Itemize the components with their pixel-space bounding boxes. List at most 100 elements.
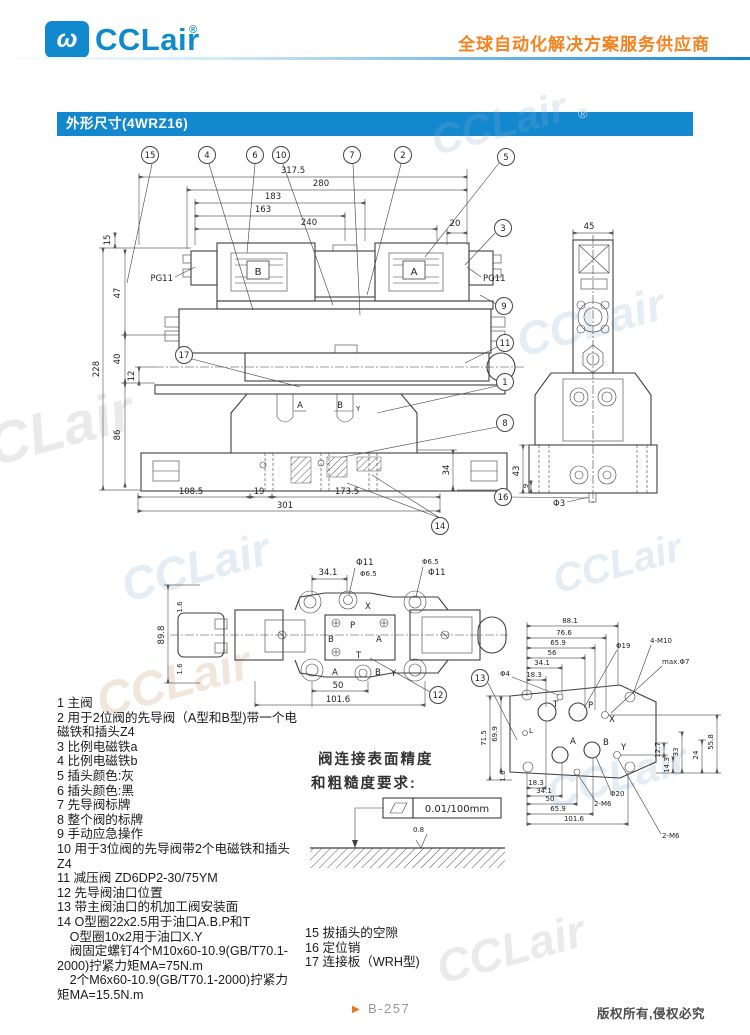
- hole-label: Φ6.5: [422, 558, 439, 566]
- mounting-plate-dimensions: 88.1 76.6 65.9 56 34.1 18.3 71.5 69.9 1.…: [471, 617, 721, 840]
- svg-text:9: 9: [501, 302, 506, 312]
- brand-name: CCLair: [95, 22, 200, 57]
- dim-label: 101.6: [564, 815, 585, 823]
- surface-finish-icon: [415, 833, 428, 849]
- drawing-mounting-surface: T P X L A B Y 88.1 76.6 65.9 56 34.1 18.…: [471, 617, 721, 840]
- svg-text:13: 13: [475, 674, 486, 684]
- svg-text:10: 10: [276, 151, 287, 161]
- port-b2-label: B: [375, 668, 381, 678]
- dim-label: 40: [113, 354, 123, 365]
- dim-label: 47: [113, 288, 123, 299]
- dim-label: 34.1: [534, 659, 550, 667]
- parts-list-line: 2 用于2位阀的先导阀（A型和B型)带一个电: [57, 710, 298, 725]
- port-a-label: A: [297, 401, 303, 411]
- copyright-text: 版权所有,侵权必究: [597, 1007, 705, 1021]
- dim-label: 88.1: [562, 617, 578, 625]
- port-b-label: B: [603, 738, 609, 748]
- dim-label: 18.3: [528, 779, 544, 787]
- section-title-bar: 外形尺寸(4WRZ16): [57, 112, 693, 136]
- port-b-label: B: [337, 401, 343, 411]
- port-x-label: X: [609, 715, 615, 725]
- port-p-label: P: [350, 621, 355, 631]
- parts-list-line: 14 O型圈22x2.5用于油口A.B.P和T: [57, 914, 251, 929]
- dim-label: 15: [103, 235, 113, 246]
- svg-text:16: 16: [498, 493, 509, 503]
- parts-list-line: 4 比例电磁铁b: [57, 754, 138, 769]
- dim-label: 33: [672, 748, 680, 757]
- dim-label: 1.6: [499, 770, 507, 782]
- dim-label: 55.8: [707, 734, 715, 750]
- ground-hatch: [310, 848, 505, 868]
- port-p-label: P: [588, 701, 593, 711]
- dim-label: 89.8: [157, 626, 167, 645]
- dim-label: 280: [313, 179, 329, 189]
- balloon-14: 14: [431, 517, 449, 535]
- dim-label: 71.5: [480, 730, 488, 746]
- side-view: 45: [512, 222, 658, 509]
- balloon-8: 8: [496, 414, 514, 432]
- parts-list-line: 15 拔插头的空隙: [305, 926, 399, 940]
- svg-text:5: 5: [503, 153, 508, 163]
- port-t-label: T: [552, 700, 559, 710]
- dim-label: 317.5: [281, 166, 305, 176]
- parts-list-line: Z4: [57, 856, 72, 871]
- page-arrow-icon: ▶: [352, 1004, 360, 1015]
- port-l-label: L: [529, 727, 533, 735]
- dim-label: 9: [522, 484, 530, 488]
- port-a-label: A: [376, 635, 382, 645]
- svg-text:11: 11: [500, 339, 511, 349]
- dim-label: 24: [692, 750, 700, 759]
- balloon-12: 12: [429, 686, 447, 704]
- drawing-top-view: P B A T X A B Y 89.8 1.6 1.6 34.1 Φ11 Φ6…: [157, 558, 508, 707]
- leader-arrow-icon: [352, 840, 358, 848]
- dim-label: 50: [546, 795, 555, 803]
- port-t-label: T: [355, 651, 362, 661]
- hole-label: Φ11: [428, 568, 446, 578]
- hole-label: Φ4: [500, 670, 511, 678]
- balloon-callouts: 15 4 6 10 7 2 5 3 9 11 1 8 17 14 16: [126, 146, 588, 535]
- parts-list-line: 磁铁和插头Z4: [57, 725, 135, 740]
- balloon-2: 2: [394, 146, 412, 164]
- parts-list-line: 8 整个阀的标牌: [57, 812, 144, 827]
- dim-label: 65.9: [550, 805, 566, 813]
- balloon-7: 7: [343, 146, 361, 164]
- parts-list-line: 2个M6x60-10.9(GB/T70.1-2000)拧紧力: [57, 973, 288, 988]
- hole-label: 2-M6: [594, 800, 612, 808]
- port-y-label: Y: [355, 405, 361, 413]
- dim-label: 228: [92, 361, 102, 377]
- dim-label: 56: [548, 649, 557, 657]
- brand-logo-icon: ω: [45, 21, 89, 58]
- company-slogan: 全球自动化解决方案服务供应商: [458, 35, 710, 54]
- svg-text:15: 15: [145, 151, 156, 161]
- dim-label: 173.5: [335, 487, 359, 497]
- dim-label: 301: [277, 501, 293, 511]
- parts-list-line: 6 插头颜色:黑: [57, 783, 134, 798]
- dim-label: 14.3: [663, 757, 671, 773]
- port-x-label: X: [365, 602, 371, 612]
- dim-label: 19: [254, 487, 265, 497]
- roughness-value: 0.8: [413, 826, 424, 834]
- drawing-outline-4wrz16: B A PG11 PG11: [92, 146, 658, 535]
- balloon-13: 13: [471, 669, 489, 687]
- port-y2-label: Y: [390, 669, 397, 679]
- precision-note-line1: 阀连接表面精度: [318, 752, 434, 768]
- svg-text:6: 6: [252, 151, 257, 161]
- balloon-1: 1: [496, 373, 514, 391]
- hole-label: 2-M6: [662, 832, 680, 840]
- dim-label: 65.9: [550, 639, 566, 647]
- precision-note-line2: 和粗糙度要求:: [311, 776, 417, 792]
- svg-text:2: 2: [400, 151, 405, 161]
- pilot-valve-front: B A PG11 PG11: [150, 242, 506, 310]
- svg-text:17: 17: [179, 351, 190, 361]
- pin-diameter-label: Φ3: [553, 499, 565, 509]
- svg-text:8: 8: [502, 419, 507, 429]
- parts-list-line: 7 先导阀标牌: [57, 798, 131, 813]
- parts-list-line: 11 减压阀 ZD6DP2-30/75YM: [57, 871, 218, 886]
- dim-label: 43: [512, 466, 522, 477]
- balloon-17: 17: [175, 346, 193, 364]
- balloon-3: 3: [494, 219, 512, 237]
- balloon-9: 9: [495, 297, 513, 315]
